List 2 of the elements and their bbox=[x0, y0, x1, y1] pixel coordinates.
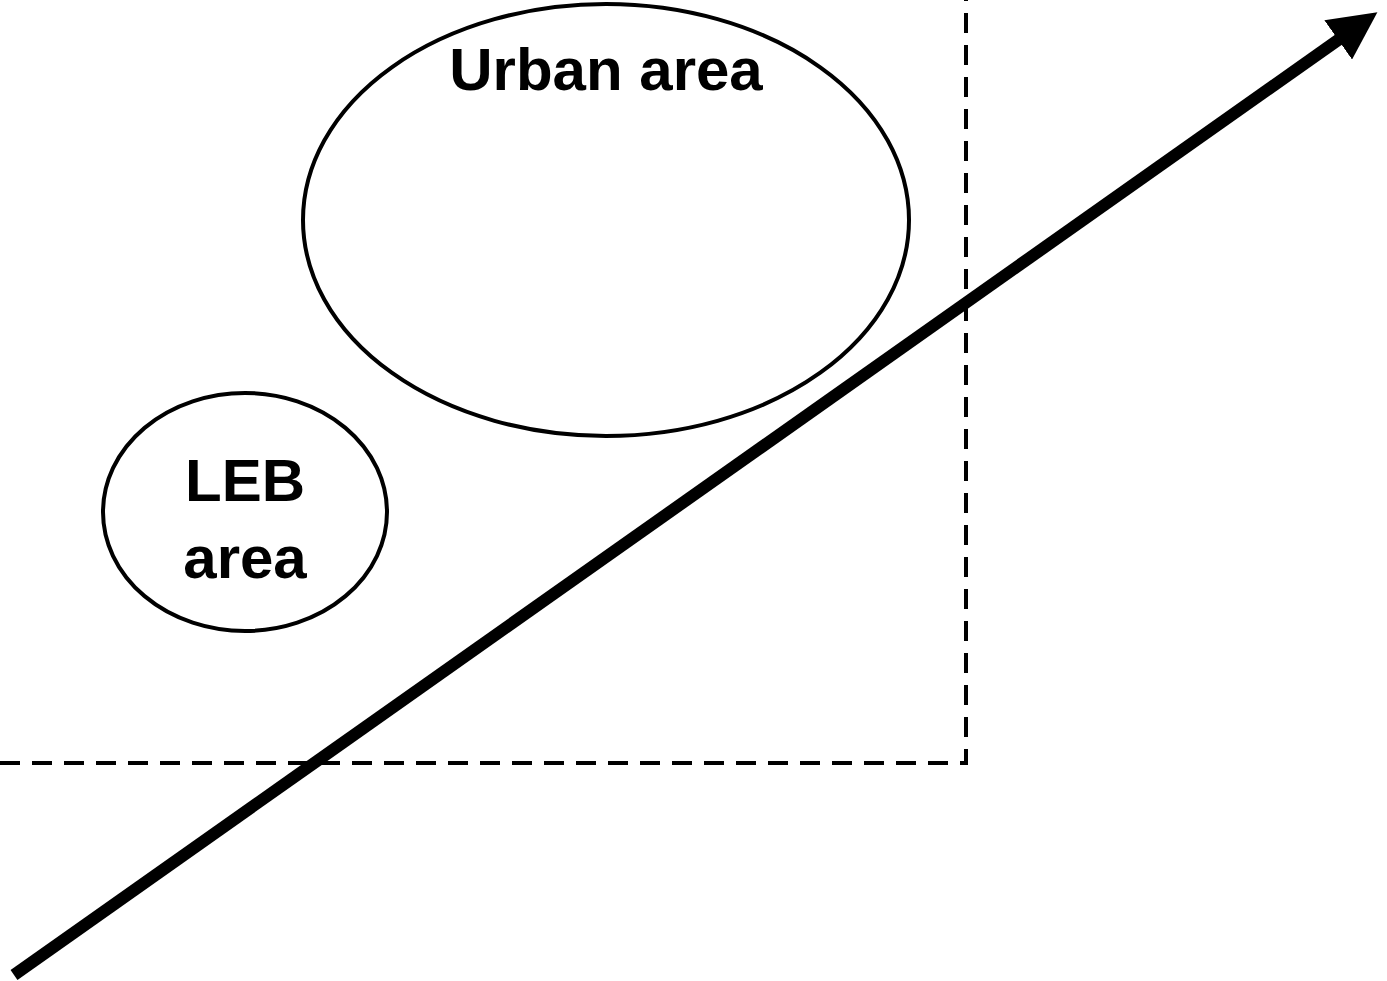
area-label: Urban area bbox=[448, 35, 764, 105]
area-label: LEB area bbox=[182, 446, 308, 593]
